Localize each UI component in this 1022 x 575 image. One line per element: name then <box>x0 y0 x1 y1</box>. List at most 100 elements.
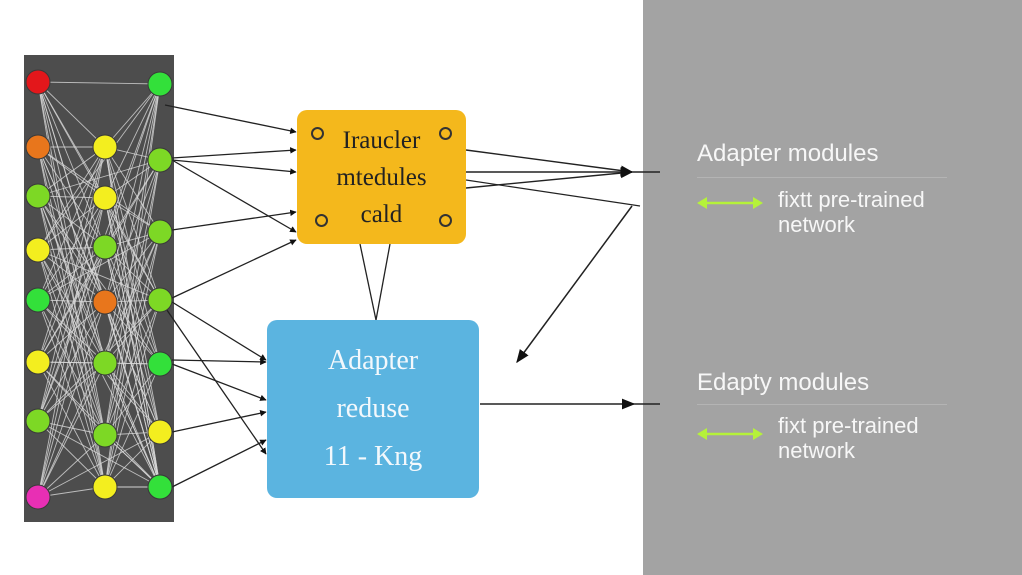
network-edge <box>104 231 161 488</box>
network-node <box>25 134 51 160</box>
network-node <box>25 183 51 209</box>
legend-divider <box>697 404 947 405</box>
port-circle-icon <box>439 214 452 227</box>
network-node <box>25 349 51 375</box>
network-edge <box>37 362 106 498</box>
connection-arrow <box>171 439 267 488</box>
legend-text-1: fixtt pre-trained network <box>778 187 978 237</box>
network-edge <box>37 249 106 303</box>
network-edge <box>37 197 106 363</box>
network-edge <box>104 197 161 433</box>
box-top-line-1: Iraucler <box>342 126 421 154</box>
network-edge <box>104 197 161 365</box>
output-arrow <box>465 168 634 189</box>
network-edge <box>104 231 161 436</box>
port-circle-icon <box>315 214 328 227</box>
network-edge <box>104 146 161 365</box>
network-edge <box>104 159 161 436</box>
network-edge <box>37 146 106 199</box>
connection-arrow <box>171 363 267 401</box>
box-top-line-3: cald <box>360 200 403 228</box>
legend-text-2: fixt pre-trained network <box>778 413 978 463</box>
encoder-modules-box: Iraucler mtedules cald <box>297 110 466 244</box>
box-top-line-2: mtedules <box>336 163 427 191</box>
network-edge <box>37 195 161 365</box>
network-edge <box>104 83 161 248</box>
network-edge <box>37 301 106 422</box>
legend-text-1-line-1: fixtt pre-trained <box>778 187 925 212</box>
diagonal-arrow <box>516 205 633 364</box>
connection-arrow <box>171 410 267 433</box>
network-node <box>25 287 51 313</box>
network-edge <box>104 299 161 364</box>
output-arrow <box>465 149 634 176</box>
network-edge <box>37 420 161 488</box>
network-node <box>25 237 51 263</box>
network-edge <box>37 197 106 301</box>
network-edge <box>37 301 106 363</box>
network-edge <box>104 231 161 303</box>
network-edge <box>104 159 161 248</box>
network-edge <box>104 83 161 488</box>
network-edge <box>104 83 161 303</box>
network-edge <box>37 81 106 148</box>
port-circle-icon <box>439 127 452 140</box>
network-node <box>147 419 173 445</box>
double-arrow-icon <box>697 428 763 440</box>
network-node <box>92 234 118 260</box>
network-edge <box>104 363 161 436</box>
legend-title-2: Edapty modules <box>697 369 870 396</box>
network-edge <box>37 362 106 422</box>
network-node <box>25 408 51 434</box>
network-edge <box>104 146 161 233</box>
box-link-line <box>359 243 377 321</box>
box-bottom-line-1: Adapter <box>327 345 419 376</box>
network-edge <box>37 299 106 436</box>
box-bottom-line-2: reduse <box>336 393 410 424</box>
connection-arrow <box>171 301 267 361</box>
network-node <box>92 350 118 376</box>
network-edge <box>104 83 161 436</box>
network-edge <box>104 83 161 148</box>
network-edge <box>37 246 106 498</box>
network-edge <box>37 301 106 498</box>
box-link-line <box>375 243 391 321</box>
port-circle-icon <box>311 127 324 140</box>
network-edge <box>37 146 106 363</box>
network-edge <box>104 431 161 488</box>
network-edge <box>104 83 161 199</box>
network-edge <box>37 246 106 422</box>
connection-arrow <box>159 299 267 455</box>
network-edge <box>37 81 106 436</box>
box-bottom-line-3: 11 - Kng <box>323 441 423 472</box>
network-node <box>147 351 173 377</box>
network-edge <box>104 159 161 303</box>
network-edge <box>37 246 106 301</box>
legend-text-2-line-1: fixt pre-trained <box>778 413 919 438</box>
legend-text-2-line-2: network <box>778 438 856 463</box>
network-node <box>147 147 173 173</box>
network-node <box>25 69 51 95</box>
network-edge <box>104 363 161 488</box>
network-node <box>92 474 118 500</box>
network-edge <box>37 195 161 488</box>
network-edge <box>37 434 106 498</box>
network-edge <box>37 81 106 248</box>
legend-divider <box>697 177 947 178</box>
network-edge <box>37 249 106 436</box>
network-node <box>92 134 118 160</box>
network-node <box>92 185 118 211</box>
network-edge <box>37 420 106 488</box>
network-node <box>25 484 51 510</box>
network-node <box>92 422 118 448</box>
network-edge <box>37 146 106 197</box>
network-edge <box>37 431 161 498</box>
network-edge <box>37 146 106 251</box>
connection-arrow <box>171 239 297 299</box>
legend-panel <box>643 0 1022 575</box>
connection-arrow <box>171 159 297 175</box>
network-node <box>92 289 118 315</box>
connection-arrow <box>171 147 297 159</box>
connection-arrow <box>171 159 297 233</box>
network-edge <box>104 197 161 301</box>
